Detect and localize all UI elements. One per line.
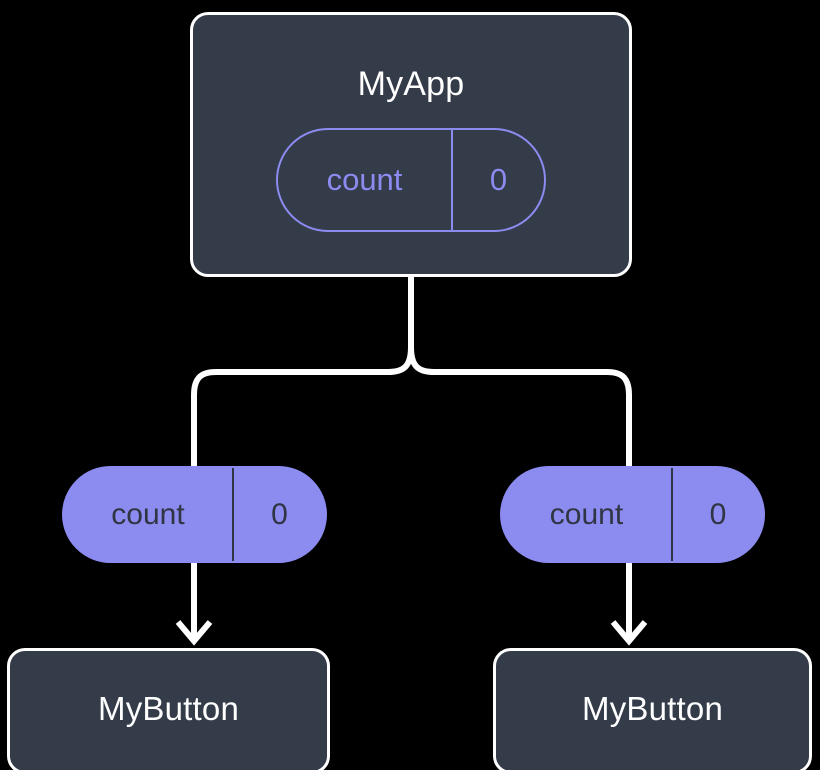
prop-value-label: 0 — [709, 497, 727, 531]
component-box-mybutton-right[interactable]: MyButton — [493, 648, 812, 770]
prop-value-label: 0 — [271, 497, 288, 531]
arrow-head-right — [610, 620, 648, 646]
prop-key-label: count — [502, 468, 673, 561]
prop-pill-right-count[interactable]: count 0 — [500, 466, 765, 563]
state-pill-myapp-count[interactable]: count 0 — [276, 128, 546, 232]
component-label-myapp: MyApp — [357, 65, 465, 103]
prop-pill-left-count[interactable]: count 0 — [62, 466, 327, 563]
prop-key-label: count — [64, 468, 234, 561]
state-key-label: count — [278, 130, 453, 230]
component-label-mybutton: MyButton — [582, 690, 723, 727]
branch-line-right — [408, 346, 632, 466]
component-label-mybutton: MyButton — [98, 690, 239, 727]
branch-line-left — [191, 346, 414, 466]
arrow-head-left — [175, 620, 213, 646]
state-value-label: 0 — [489, 162, 508, 197]
component-box-mybutton-left[interactable]: MyButton — [7, 648, 330, 770]
